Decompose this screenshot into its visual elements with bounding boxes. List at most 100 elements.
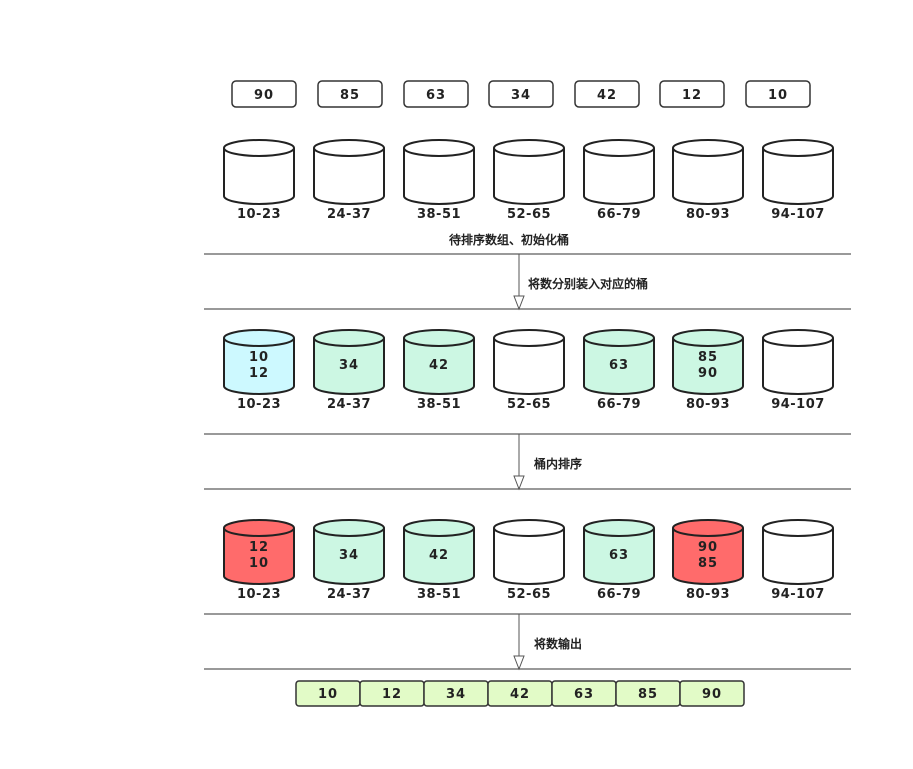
bucket-body [403, 338, 475, 395]
bucket-range-label: 94-107 [771, 587, 825, 602]
bucket-range-label: 52-65 [507, 397, 551, 412]
bucket-body [313, 148, 385, 205]
bucket-value: 34 [339, 548, 359, 563]
input-cell: 10 [745, 80, 811, 108]
input-cell-box [659, 80, 725, 108]
bucket-body [583, 338, 655, 395]
output-cell-value: 85 [638, 687, 658, 702]
arrow-down-icon [513, 475, 525, 491]
output-cell: 34 [423, 680, 489, 707]
input-cell-value: 90 [254, 88, 274, 103]
input-cell: 42 [574, 80, 640, 108]
output-cell-value: 90 [702, 687, 722, 702]
step-label: 将数分别装入对应的桶 [528, 276, 648, 291]
bucket-range-label: 10-23 [237, 207, 281, 222]
bucket-value: 63 [609, 358, 629, 373]
input-cell-value: 12 [682, 88, 702, 103]
bucket-value: 42 [429, 548, 449, 563]
bucket-rim [583, 139, 655, 157]
input-cell-box [574, 80, 640, 108]
bucket-rim [313, 329, 385, 347]
bucket-rim [403, 519, 475, 537]
bucket-rim [672, 139, 744, 157]
bucket: 66-79 [583, 139, 655, 222]
bucket-value: 10 [249, 350, 269, 365]
bucket-range-label: 24-37 [327, 397, 371, 412]
bucket-range-label: 38-51 [417, 397, 461, 412]
bucket: 94-107 [762, 329, 834, 412]
bucket-range-label: 94-107 [771, 207, 825, 222]
bucket-row: 10-23 24-37 38-51 52-65 66-79 80-93 94-107 [223, 139, 834, 222]
input-cell: 63 [403, 80, 469, 108]
bucket-body [223, 148, 295, 205]
bucket-rim [223, 139, 295, 157]
bucket-range-label: 24-37 [327, 207, 371, 222]
bucket-value: 90 [698, 366, 718, 381]
bucket-rim [313, 139, 385, 157]
input-cell-value: 34 [511, 88, 531, 103]
input-cell-box [403, 80, 469, 108]
bucket-rim [223, 519, 295, 537]
input-cell-box [317, 80, 383, 108]
bucket-rim [583, 519, 655, 537]
bucket-rim [493, 139, 565, 157]
bucket-rim [672, 519, 744, 537]
input-cell: 90 [231, 80, 297, 108]
bucket: 52-65 [493, 329, 565, 412]
stage-caption: 待排序数组、初始化桶 [449, 232, 569, 247]
step-label: 将数输出 [534, 636, 582, 651]
bucket: 52-65 [493, 519, 565, 602]
bucket: 34 24-37 [313, 329, 385, 412]
input-cell-value: 63 [426, 88, 446, 103]
bucket-range-label: 38-51 [417, 207, 461, 222]
input-cell-box [745, 80, 811, 108]
bucket-range-label: 66-79 [597, 587, 641, 602]
bucket: 42 38-51 [403, 519, 475, 602]
bucket-range-label: 38-51 [417, 587, 461, 602]
bucket-range-label: 10-23 [237, 587, 281, 602]
bucket-value: 12 [249, 540, 269, 555]
bucket-range-label: 80-93 [686, 207, 730, 222]
bucket-rim [493, 329, 565, 347]
bucket-value: 34 [339, 358, 359, 373]
input-cell-box [488, 80, 554, 108]
output-cell: 42 [487, 680, 553, 707]
output-cell-value: 10 [318, 687, 338, 702]
bucket-rim [762, 139, 834, 157]
output-cell-value: 63 [574, 687, 594, 702]
step-transition: 将数分别装入对应的桶 [204, 253, 851, 311]
bucket-rim [403, 329, 475, 347]
bucket-body [762, 148, 834, 205]
output-cell: 63 [551, 680, 617, 707]
bucket-body [672, 528, 744, 585]
bucket-range-label: 80-93 [686, 397, 730, 412]
bucket-rim [672, 329, 744, 347]
bucket: 94-107 [762, 519, 834, 602]
bucket-value: 90 [698, 540, 718, 555]
bucket-rim [313, 519, 385, 537]
bucket-range-label: 52-65 [507, 587, 551, 602]
input-cell: 34 [488, 80, 554, 108]
bucket-range-label: 52-65 [507, 207, 551, 222]
step-label: 桶内排序 [534, 456, 582, 471]
input-cell-box [231, 80, 297, 108]
arrow-down-icon [513, 295, 525, 311]
bucket-body [403, 528, 475, 585]
bucket: 10-23 [223, 139, 295, 222]
bucket: 42 38-51 [403, 329, 475, 412]
bucket-rim [403, 139, 475, 157]
input-cell-value: 42 [597, 88, 617, 103]
bucket-rim [583, 329, 655, 347]
bucket-value: 42 [429, 358, 449, 373]
bucket-body [583, 528, 655, 585]
output-cell: 12 [359, 680, 425, 707]
bucket-body [493, 338, 565, 395]
